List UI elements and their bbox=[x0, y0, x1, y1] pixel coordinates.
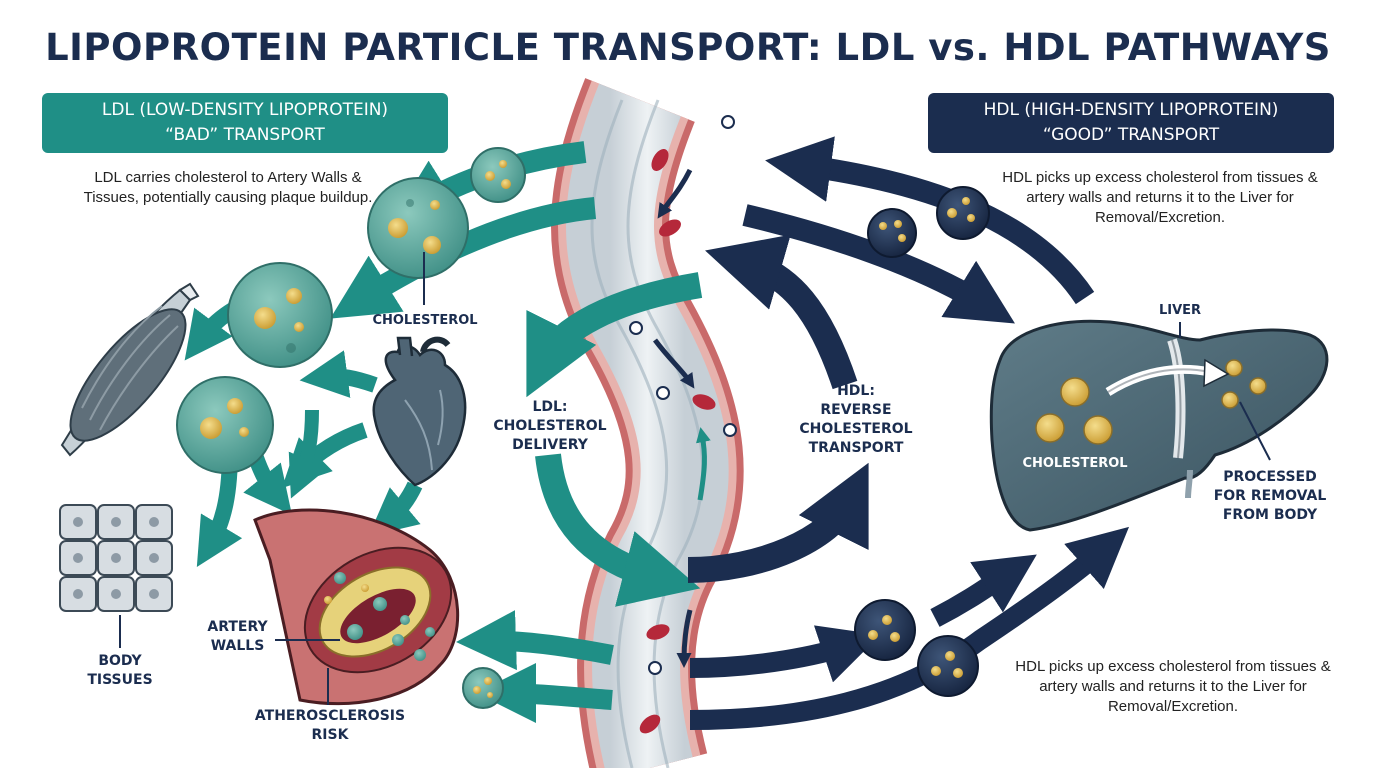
hdl-reverse-label: HDL: REVERSE CHOLESTEROL TRANSPORT bbox=[776, 382, 936, 458]
hdl-particle bbox=[917, 635, 979, 697]
body-tissues-line1: BODY bbox=[98, 653, 142, 669]
ldl-cholesterol-label: CHOLESTEROL bbox=[372, 313, 478, 328]
hdl-description-bottom: HDL picks up excess cholesterol from tis… bbox=[1015, 658, 1331, 715]
body-tissues-label: BODY TISSUES bbox=[70, 652, 170, 690]
hdl-description-top: HDL picks up excess cholesterol from tis… bbox=[1002, 169, 1318, 226]
hdl-header: HDL (HIGH-DENSITY LIPOPROTEIN) “GOOD” TR… bbox=[928, 93, 1334, 153]
hdl-particle bbox=[867, 208, 917, 258]
hdl-header-line2: “GOOD” TRANSPORT bbox=[1042, 125, 1220, 145]
page-title: LIPOPROTEIN PARTICLE TRANSPORT: LDL vs. … bbox=[45, 26, 1331, 69]
muscle-illustration bbox=[60, 282, 200, 457]
liver-cholesterol-label: CHOLESTEROL bbox=[1022, 456, 1128, 471]
ldl-header: LDL (LOW-DENSITY LIPOPROTEIN) “BAD” TRAN… bbox=[42, 93, 448, 153]
ldl-particle bbox=[470, 147, 526, 203]
blood-vessel bbox=[551, 78, 744, 768]
hdl-reverse-line4: TRANSPORT bbox=[808, 440, 904, 456]
athero-line1: ATHEROSCLEROSIS bbox=[254, 708, 406, 724]
artery-walls-line2: WALLS bbox=[210, 638, 265, 654]
ldl-delivery-line1: LDL: bbox=[532, 399, 568, 415]
ldl-delivery-line2: CHOLESTEROL bbox=[493, 418, 607, 434]
body-tissues-illustration bbox=[59, 504, 173, 648]
body-tissues-line2: TISSUES bbox=[87, 672, 153, 688]
ldl-header-line1: LDL (LOW-DENSITY LIPOPROTEIN) bbox=[101, 100, 389, 120]
processed-line3: FROM BODY bbox=[1222, 507, 1318, 523]
processed-label: PROCESSED FOR REMOVAL FROM BODY bbox=[1192, 468, 1348, 525]
ldl-particle bbox=[462, 667, 504, 709]
artery-with-plaque bbox=[253, 508, 460, 706]
processed-line1: PROCESSED bbox=[1223, 469, 1317, 485]
hdl-particle bbox=[936, 186, 990, 240]
hdl-particle bbox=[854, 599, 916, 661]
hdl-header-line1: HDL (HIGH-DENSITY LIPOPROTEIN) bbox=[983, 100, 1279, 120]
ldl-delivery-label: LDL: CHOLESTEROL DELIVERY bbox=[475, 398, 625, 455]
hdl-reverse-line3: CHOLESTEROL bbox=[799, 421, 913, 437]
processed-line2: FOR REMOVAL bbox=[1213, 488, 1327, 504]
ldl-header-line2: “BAD” TRANSPORT bbox=[165, 125, 325, 145]
ldl-description: LDL carries cholesterol to Artery Walls … bbox=[83, 169, 373, 206]
liver-label: LIVER bbox=[1158, 303, 1202, 318]
heart-illustration bbox=[372, 336, 467, 487]
hdl-reverse-line2: REVERSE bbox=[820, 402, 892, 418]
hdl-reverse-line1: HDL: bbox=[837, 383, 875, 399]
artery-walls-label: ARTERY WALLS bbox=[190, 618, 285, 656]
ldl-particle bbox=[176, 376, 274, 474]
liver-illustration bbox=[989, 319, 1329, 532]
ldl-particle bbox=[367, 177, 469, 279]
ldl-delivery-line3: DELIVERY bbox=[512, 437, 588, 453]
athero-line2: RISK bbox=[311, 727, 349, 743]
ldl-particle bbox=[227, 262, 333, 368]
artery-walls-line1: ARTERY bbox=[207, 619, 268, 635]
atherosclerosis-label: ATHEROSCLEROSIS RISK bbox=[240, 707, 420, 745]
